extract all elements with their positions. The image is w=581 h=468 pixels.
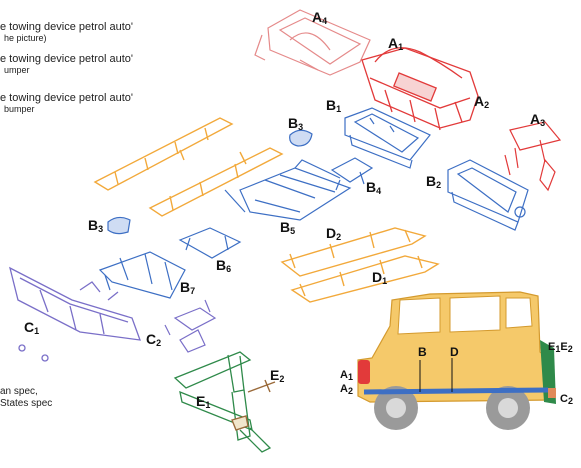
note-3-line1: e towing device petrol auto' bbox=[0, 92, 133, 104]
part-a3-drawing bbox=[504, 121, 562, 192]
footer-line-2: States spec bbox=[0, 398, 53, 409]
label-d1: D1 bbox=[372, 269, 387, 286]
note-3-line2: bumper bbox=[4, 103, 35, 114]
part-c1-drawing bbox=[9, 266, 141, 362]
note-1-line2: he picture) bbox=[4, 32, 47, 43]
car-front-bumper bbox=[358, 360, 370, 384]
label-b7: B7 bbox=[180, 279, 195, 296]
note-1-line1: e towing device petrol auto' bbox=[0, 21, 133, 33]
label-a1: A1 bbox=[388, 35, 403, 52]
car-label-a2: A2 bbox=[340, 383, 353, 396]
label-a4: A4 bbox=[312, 9, 327, 26]
note-2: e towing device petrol auto' umper bbox=[0, 53, 133, 75]
label-b5: B5 bbox=[280, 219, 295, 236]
part-d2-drawing bbox=[280, 227, 427, 277]
label-a3: A3 bbox=[530, 111, 545, 128]
label-b6: B6 bbox=[216, 257, 231, 274]
label-b4: B4 bbox=[366, 179, 381, 196]
note-2-line2: umper bbox=[4, 64, 30, 75]
part-b3-left-drawing bbox=[107, 216, 131, 235]
part-b6-drawing bbox=[178, 227, 242, 259]
car-illustration bbox=[357, 291, 556, 430]
part-orange-frames-drawing bbox=[93, 117, 284, 217]
part-b5-drawing bbox=[224, 159, 352, 221]
part-e1-drawing bbox=[173, 351, 272, 453]
part-b2-drawing bbox=[447, 159, 529, 231]
car-label-c2: C2 bbox=[560, 393, 573, 406]
label-a2: A2 bbox=[474, 93, 489, 110]
label-d2: D2 bbox=[326, 225, 341, 242]
label-b3-left: B3 bbox=[88, 217, 103, 234]
label-e2: E2 bbox=[270, 367, 284, 384]
car-rear-hitch bbox=[548, 388, 556, 398]
part-b3-top-drawing bbox=[289, 129, 313, 147]
car-label-d: D bbox=[450, 345, 459, 359]
footer-line-1: an spec, bbox=[0, 386, 38, 397]
part-e2-drawing bbox=[231, 379, 276, 431]
label-b2: B2 bbox=[426, 173, 441, 190]
label-c1: C1 bbox=[24, 319, 39, 336]
note-2-line1: e towing device petrol auto' bbox=[0, 53, 133, 65]
part-b7-drawing bbox=[98, 251, 186, 299]
part-c2-drawing bbox=[164, 299, 217, 353]
car-frame-rail bbox=[363, 387, 549, 395]
part-d1-drawing bbox=[290, 255, 440, 303]
label-b1: B1 bbox=[326, 97, 341, 114]
label-c2: C2 bbox=[146, 331, 161, 348]
car-label-b: B bbox=[418, 345, 427, 359]
label-e1: E1 bbox=[196, 393, 210, 410]
part-a1-drawing bbox=[361, 47, 479, 131]
car-label-a1: A1 bbox=[340, 369, 353, 382]
part-a4-drawing bbox=[254, 9, 371, 76]
part-b4-drawing bbox=[330, 157, 374, 191]
note-1: e towing device petrol auto' he picture) bbox=[0, 21, 133, 43]
car-label-e: E1E2 bbox=[548, 341, 573, 354]
label-b3-top: B3 bbox=[288, 115, 303, 132]
part-b1-drawing bbox=[344, 107, 431, 169]
note-3: e towing device petrol auto' bumper bbox=[0, 92, 133, 114]
